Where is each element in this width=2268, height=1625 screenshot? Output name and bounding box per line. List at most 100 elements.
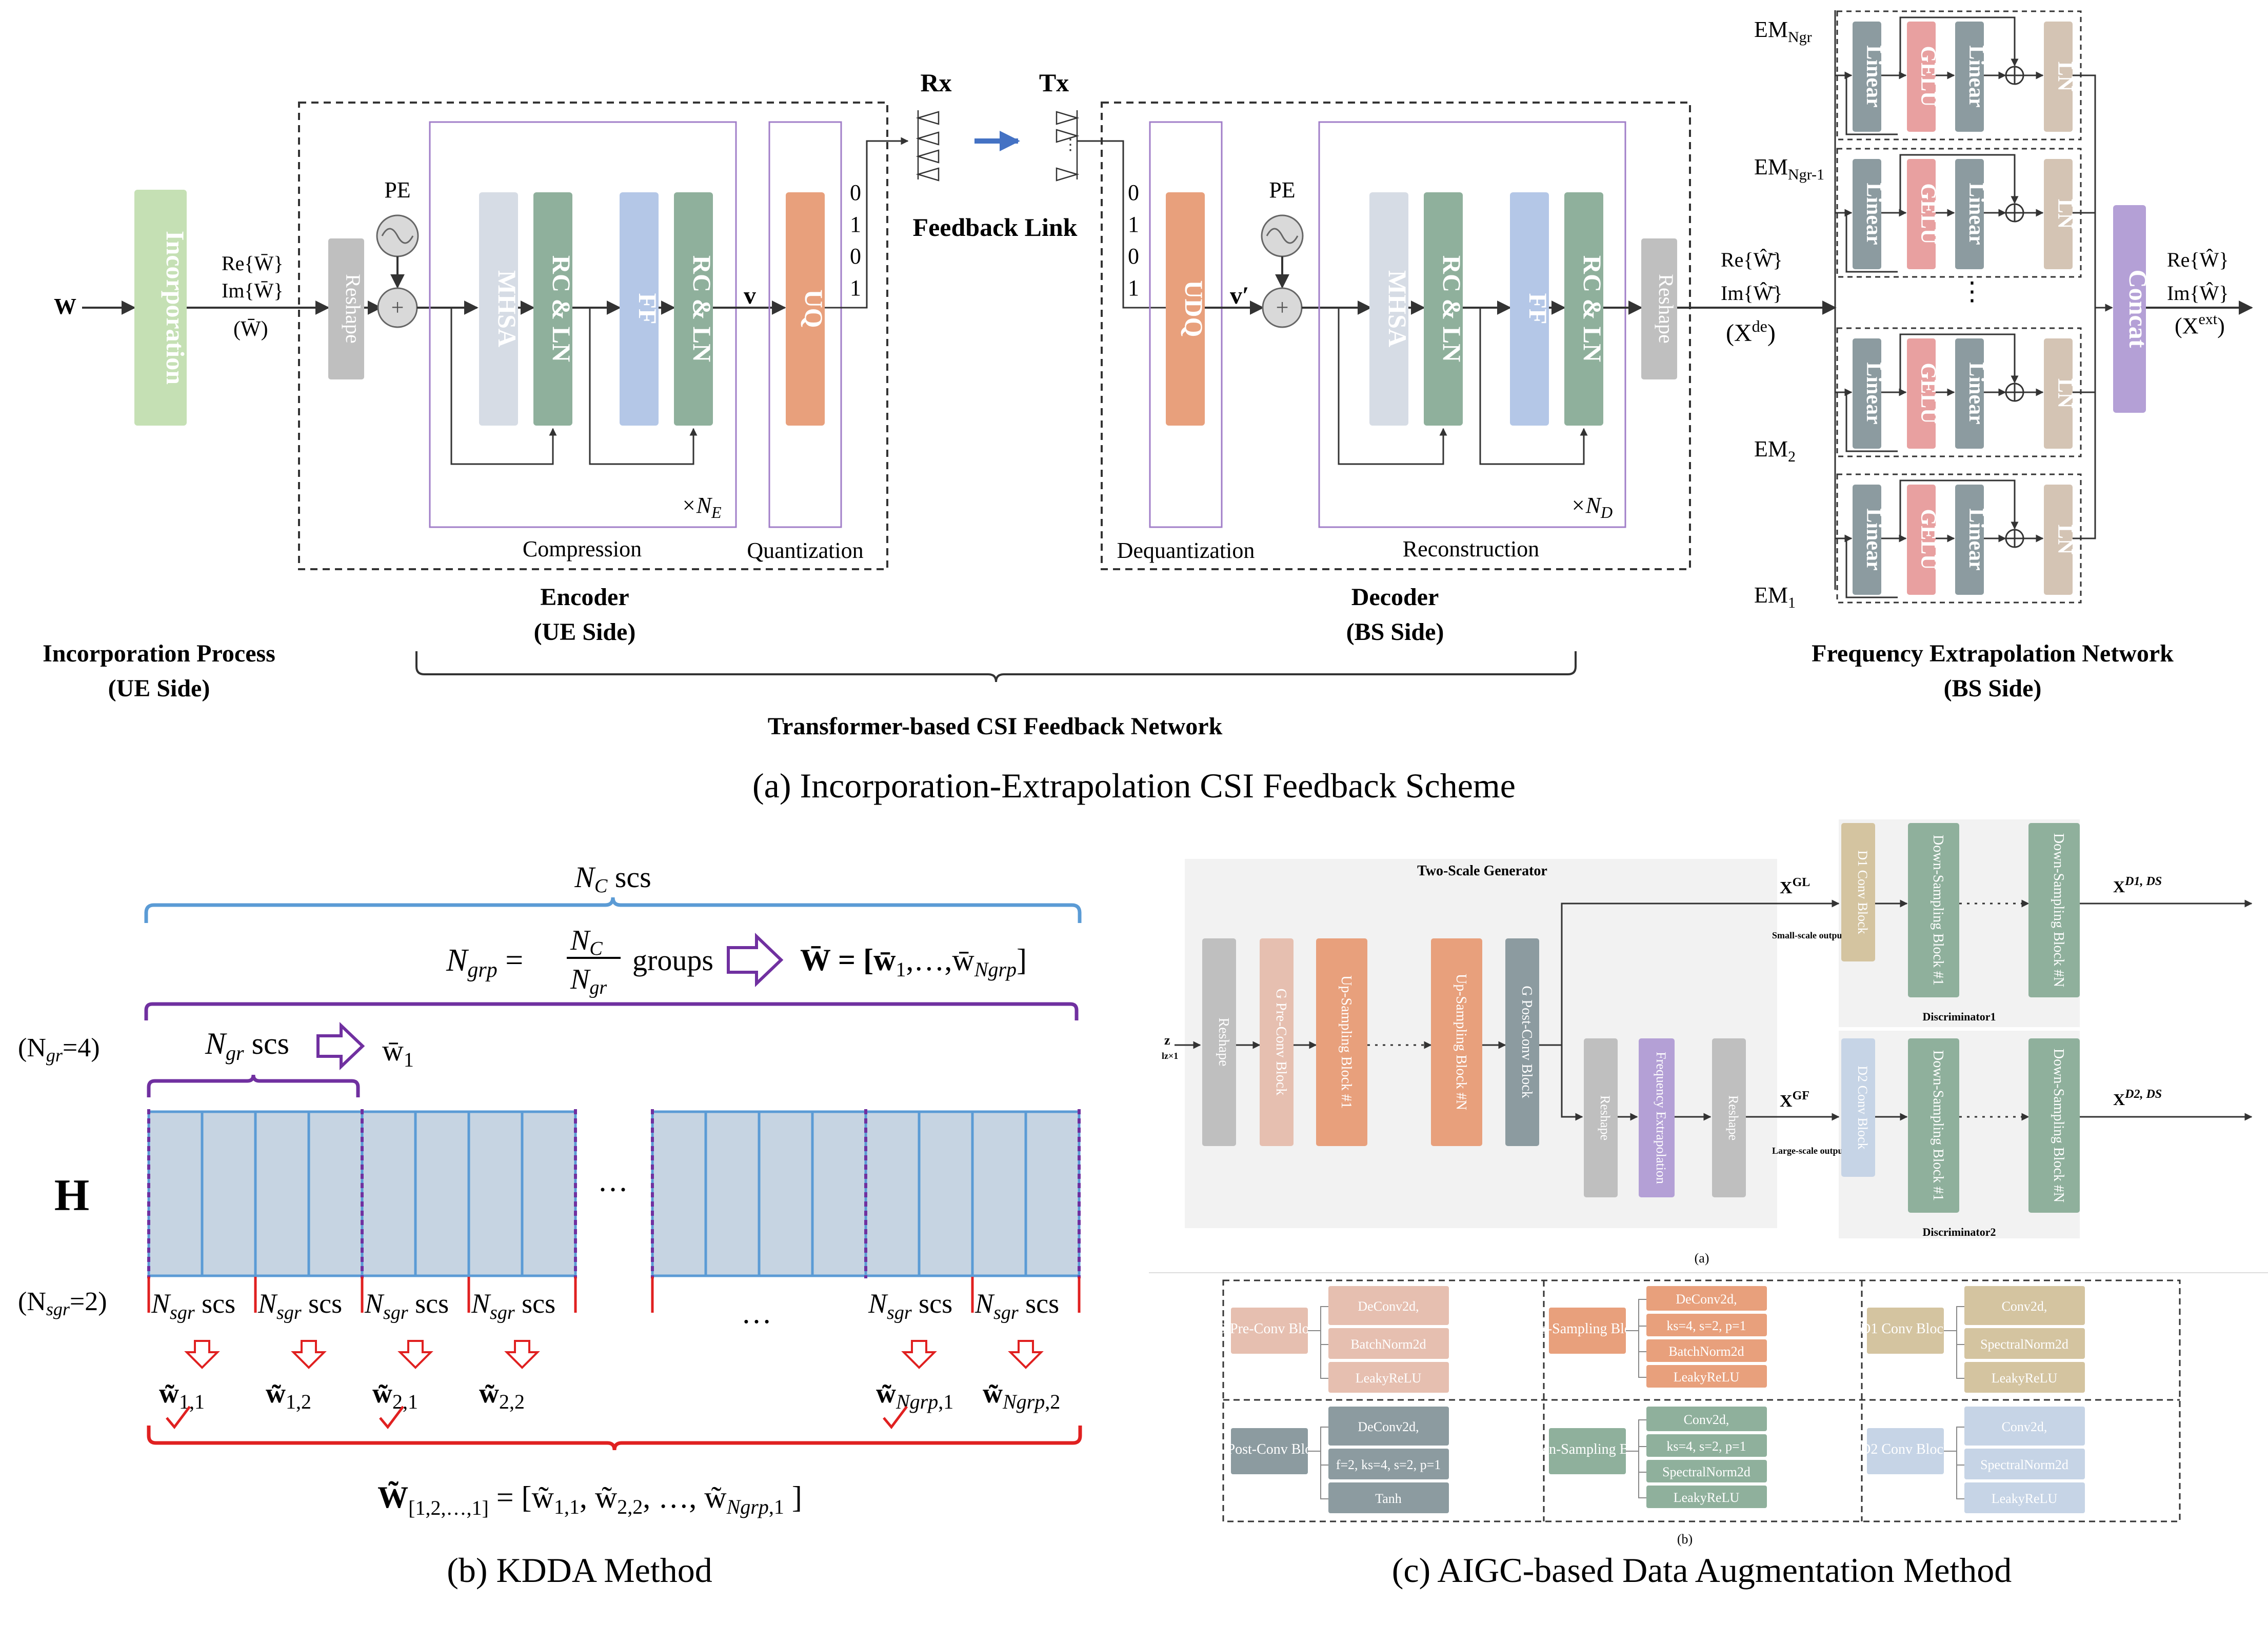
- d1-down-1-block: [1908, 823, 1959, 997]
- ext-out-re-label: Re{Ŵ}: [2167, 248, 2229, 271]
- decoder-mhsa-block: [1369, 192, 1408, 426]
- encoder-rcln2-block: [674, 192, 713, 426]
- z-dim-label: lz×1: [1162, 1051, 1178, 1061]
- ngr-label: (Ngr=4): [18, 1033, 100, 1066]
- decoder-rcln2-label: RC & LN: [1578, 255, 1607, 362]
- encoder-mhsa-label: MHSA: [493, 270, 522, 347]
- decoder-ff-label: FF: [1524, 293, 1553, 324]
- w-tilde-4: w̃2,2: [479, 1378, 525, 1413]
- decoder-ff-block: [1510, 192, 1549, 426]
- d2-conv-block: [1841, 1038, 1875, 1177]
- legend-g_pre-item-1: [1328, 1286, 1449, 1325]
- panel-a-caption: (a) Incorporation-Extrapolation CSI Feed…: [752, 766, 1516, 805]
- xd1-label: XD1, DS: [2113, 875, 2162, 896]
- h-ellipsis: ···: [598, 1173, 628, 1207]
- g-reshape3-block: [1712, 1038, 1746, 1197]
- legend-down-item-label-4: LeakyReLU: [1674, 1490, 1740, 1505]
- em-label-1: EMNgr: [1754, 17, 1812, 46]
- panel-c-sub-b: (b): [1677, 1532, 1693, 1547]
- encoder-uq-block: [786, 192, 825, 426]
- em2-gelu-label: GELU: [1916, 183, 1940, 244]
- decoder-udq-label: UDQ: [1180, 280, 1208, 337]
- ext-re-label: Re{Ŵ̄}: [1721, 248, 1783, 271]
- legend-g_pre-item-label-1: DeConv2d,: [1358, 1299, 1419, 1314]
- decoder-title: Decoder: [1351, 584, 1439, 611]
- transformer-brace: [415, 651, 1577, 683]
- rx-antenna-icon: [916, 110, 940, 182]
- decoder-mhsa-label: MHSA: [1383, 270, 1412, 347]
- em2-linear-b-block: [1955, 159, 1984, 269]
- em1-linear-a-label: Linear: [1862, 45, 1885, 107]
- d2-down-1-label: Down-Sampling Block #1: [1930, 1050, 1946, 1201]
- d2-down-n-label: Down-Sampling Block #N: [2051, 1049, 2066, 1202]
- encoder-reshape: [328, 238, 364, 379]
- legend-down-item-label-3: SpectralNorm2d: [1662, 1464, 1750, 1479]
- frequency-extrapolation-label: Frequency Extrapolation: [1654, 1052, 1668, 1184]
- input-w-label: W: [54, 294, 76, 319]
- incorporation-block: [134, 190, 187, 426]
- decoder-bit-0: 0: [1128, 180, 1139, 205]
- legend-down-item-label-2: ks=4, s=2, p=1: [1666, 1439, 1746, 1454]
- w-tilde-eq: W̃[1,2,…,1] = [w̃1,1, w̃2,2, …, w̃Ngrp,1…: [377, 1480, 802, 1519]
- encoder-bit-1: 1: [850, 212, 861, 237]
- down-arrow-icon-5: [901, 1340, 937, 1369]
- legend-up-item-label-2: ks=4, s=2, p=1: [1666, 1318, 1746, 1333]
- up-sampling-1-block: [1316, 938, 1367, 1146]
- legend-up-item-4: [1646, 1365, 1767, 1388]
- encoder-pe-label: PE: [384, 177, 410, 203]
- legend-g_post-item-1: [1328, 1407, 1449, 1446]
- legend-down-item-1: [1646, 1407, 1767, 1431]
- legend-down-item-2: [1646, 1434, 1767, 1457]
- em4-linear-a-label: Linear: [1862, 508, 1885, 570]
- legend-d1-item-2: [1964, 1328, 2085, 1359]
- encoder-bit-3: 1: [850, 275, 861, 300]
- small-scale-output-label: Small-scale output: [1772, 930, 1845, 940]
- em2-linear-b-label: Linear: [1964, 183, 1988, 245]
- legend-up-item-label-1: DeConv2d,: [1676, 1292, 1737, 1307]
- h-grid: [147, 1109, 1081, 1278]
- legend-frame: [1222, 1279, 2181, 1522]
- w-tilde-3: w̃2,1: [372, 1378, 418, 1413]
- encoder-ne-label: ×NE: [681, 493, 722, 521]
- sgr-ellipsis: …: [741, 1296, 772, 1330]
- quantization-label: Quantization: [747, 538, 863, 563]
- reconstruction-frame: [1318, 121, 1626, 528]
- decoder-frame: [1101, 102, 1691, 570]
- panel-c-caption: (c) AIGC-based Data Augmentation Method: [1392, 1551, 2012, 1590]
- ngr-brace: [147, 1074, 360, 1097]
- decoder-nd-label: ×ND: [1570, 493, 1613, 521]
- nc-scs-label: NC scs: [574, 860, 651, 897]
- sgr-label-2: Nsgr scs: [257, 1288, 342, 1323]
- legend-up-block: [1549, 1308, 1626, 1354]
- sgr-label-1: Nsgr scs: [151, 1288, 235, 1323]
- reconstruction-label: Reconstruction: [1403, 536, 1539, 561]
- legend-up-label: Up-Sampling Block: [1530, 1321, 1645, 1337]
- legend-d2-item-label-3: LeakyReLU: [1992, 1491, 2058, 1506]
- decoder-bit-1: 1: [1128, 212, 1139, 237]
- encoder-bit-0: 0: [850, 180, 861, 205]
- up-sampling-1-label: Up-Sampling Block #1: [1338, 975, 1354, 1109]
- encoder-frame: [298, 102, 888, 570]
- em4-gelu-label: GELU: [1916, 509, 1940, 570]
- up-sampling-n-block: [1431, 938, 1482, 1146]
- legend-up-item-2: [1646, 1314, 1767, 1336]
- quantization-frame: [768, 121, 842, 528]
- extrapolation-title: Frequency Extrapolation Network: [1812, 640, 2174, 667]
- svg-text:+: +: [391, 295, 404, 320]
- legend-d1-block: [1867, 1308, 1944, 1354]
- incorporation-label: Incorporation: [161, 231, 190, 385]
- ngrp-eq-label: Ngrp =: [446, 943, 523, 982]
- sgr-label-6: Nsgr scs: [974, 1288, 1059, 1323]
- em3-linear-b-block: [1955, 338, 1984, 449]
- compression-frame: [429, 121, 737, 528]
- decoder-vprime-label: v′: [1230, 282, 1249, 309]
- legend-cells: G Pre-Conv BlockDeConv2d,BatchNorm2dLeak…: [1213, 1286, 2085, 1513]
- d2-down-n-block: [2028, 1038, 2080, 1213]
- encoder-uq-label: UQ: [800, 290, 828, 328]
- em1-gelu-block: [1907, 22, 1936, 132]
- disc1-label: Discriminator1: [1923, 1010, 1996, 1023]
